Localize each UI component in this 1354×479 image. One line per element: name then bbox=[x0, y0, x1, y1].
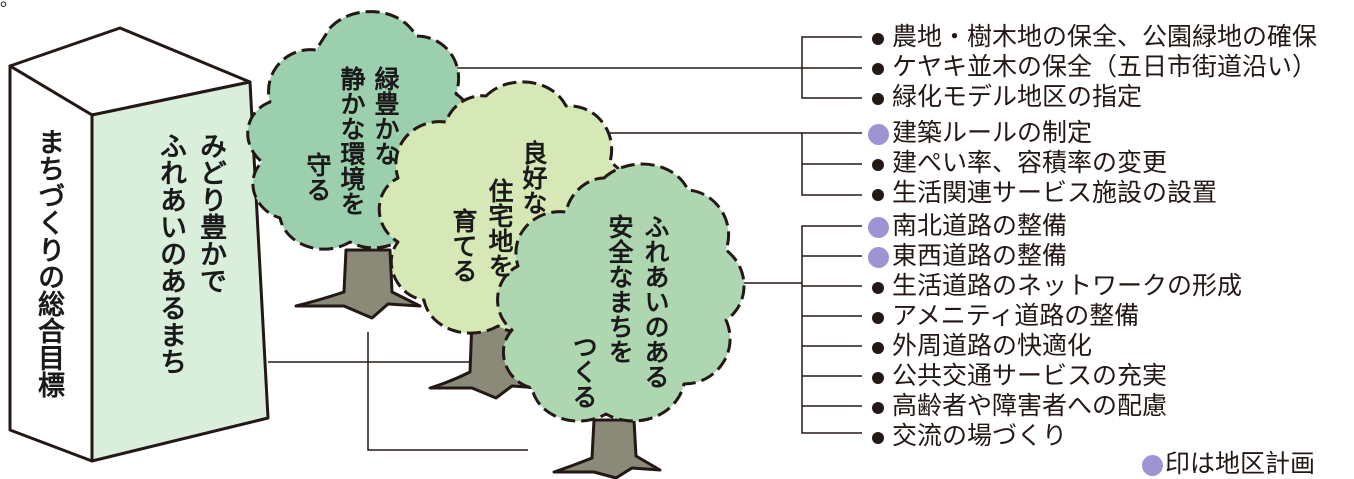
district-plan-marker bbox=[868, 124, 889, 145]
tree-safety bbox=[496, 162, 746, 479]
tree-green-label-line3: 守る bbox=[303, 152, 332, 202]
district-plan-marker bbox=[868, 247, 889, 268]
tree-housing-label-line2: 住宅地を bbox=[485, 178, 514, 278]
measure-item: 東西道路の整備 bbox=[868, 241, 1067, 271]
bullet-dot bbox=[872, 188, 884, 201]
measure-item: 生活関連サービス施設の設置 bbox=[868, 178, 1217, 208]
measure-item: 高齢者や障害者への配慮 bbox=[868, 391, 1167, 421]
pillar-front-label-line1: みどり豊かで bbox=[195, 132, 226, 294]
pillar-side-label: まちづくりの総合目標 bbox=[33, 128, 64, 398]
district-plan-marker bbox=[868, 217, 889, 238]
tree-green-label-line2: 静かな環境を bbox=[337, 66, 366, 216]
bullet-dot bbox=[872, 371, 884, 384]
bullet-dot bbox=[872, 158, 884, 171]
measure-item: 交流の場づくり bbox=[868, 421, 1067, 451]
measure-item: 建ぺい率、容積率の変更 bbox=[868, 148, 1167, 178]
bullet-dot bbox=[872, 401, 884, 414]
measure-item: 建築ルールの制定 bbox=[868, 118, 1092, 148]
bullet-dot bbox=[872, 311, 884, 324]
measure-item: ケヤキ並木の保全（五日市街道沿い） bbox=[868, 52, 1317, 82]
tree-safety-label-line1: ふれあいのある bbox=[641, 214, 670, 389]
legend-text: 印は地区計画 bbox=[1165, 449, 1316, 478]
district-plan-marker bbox=[1142, 455, 1163, 476]
bullet-dot bbox=[872, 92, 884, 105]
bullet-dot bbox=[872, 431, 884, 444]
tree-safety-label-line3: つくる bbox=[569, 334, 598, 409]
bullet-dot bbox=[872, 62, 884, 75]
measure-item: 南北道路の整備 bbox=[868, 211, 1067, 241]
legend: 印は地区計画 bbox=[1142, 449, 1315, 479]
tree-safety-trunk bbox=[552, 418, 662, 479]
pillar-front bbox=[90, 80, 270, 463]
pillar bbox=[8, 26, 270, 463]
measure-item: 外周道路の快適化 bbox=[868, 331, 1092, 361]
corner-mark: 。 bbox=[0, 0, 18, 11]
bullet-dot bbox=[872, 341, 884, 354]
tree-housing-label-line3: 育てる bbox=[449, 208, 478, 283]
tree-safety-label-line2: 安全なまちを bbox=[605, 214, 634, 364]
bullet-dot bbox=[872, 281, 884, 294]
tree-green-label-line1: 緑豊かな bbox=[371, 66, 400, 166]
tree-safety-crown bbox=[496, 162, 746, 423]
pillar-front-label-line2: ふれあいのあるまち bbox=[155, 132, 186, 375]
measure-item: アメニティ道路の整備 bbox=[868, 301, 1139, 331]
bracket-safety bbox=[801, 225, 862, 434]
bullet-dot bbox=[872, 32, 884, 45]
measure-item: 緑化モデル地区の指定 bbox=[868, 82, 1142, 112]
measure-item: 公共交通サービスの充実 bbox=[868, 361, 1167, 391]
measure-item: 生活道路のネットワークの形成 bbox=[868, 271, 1242, 301]
tree-green-trunk bbox=[294, 248, 422, 320]
connector-housing-base bbox=[367, 332, 528, 451]
tree-housing-label-line1: 良好な bbox=[519, 140, 548, 215]
measure-item: 農地・樹木地の保全、公園緑地の確保 bbox=[868, 22, 1317, 52]
